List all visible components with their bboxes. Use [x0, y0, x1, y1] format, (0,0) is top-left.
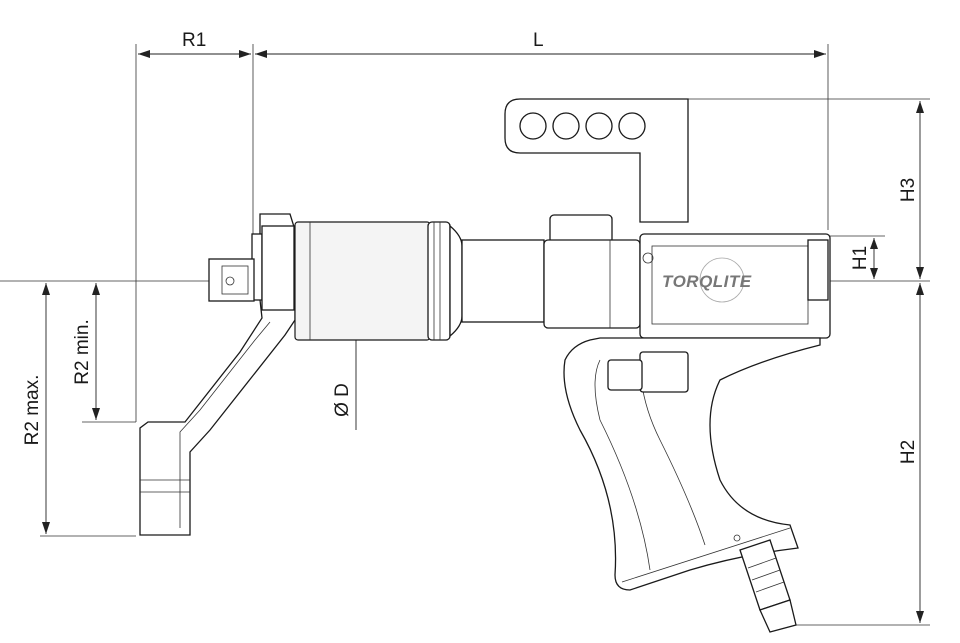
dimension-labels: R1 L H3 H1 H2 R2 min. R2 max. Ø D: [22, 30, 919, 464]
air-inlet: [733, 534, 797, 633]
brand-logo: TORQLITE: [662, 272, 752, 291]
reaction-arm: [139, 213, 296, 536]
label-h2: H2: [898, 440, 919, 464]
pistol-grip: [563, 337, 821, 591]
label-d: Ø D: [332, 383, 353, 417]
label-r2-max: R2 max.: [22, 375, 43, 446]
motor-body: TORQLITE: [543, 214, 831, 339]
label-r1: R1: [182, 30, 206, 51]
label-r2-min: R2 min.: [72, 319, 93, 384]
label-h1: H1: [850, 246, 871, 270]
label-h3: H3: [898, 178, 919, 202]
square-drive: [208, 258, 255, 302]
label-l: L: [533, 30, 544, 51]
carry-handle: [504, 98, 689, 223]
gearbox-cylinder: [294, 221, 545, 341]
